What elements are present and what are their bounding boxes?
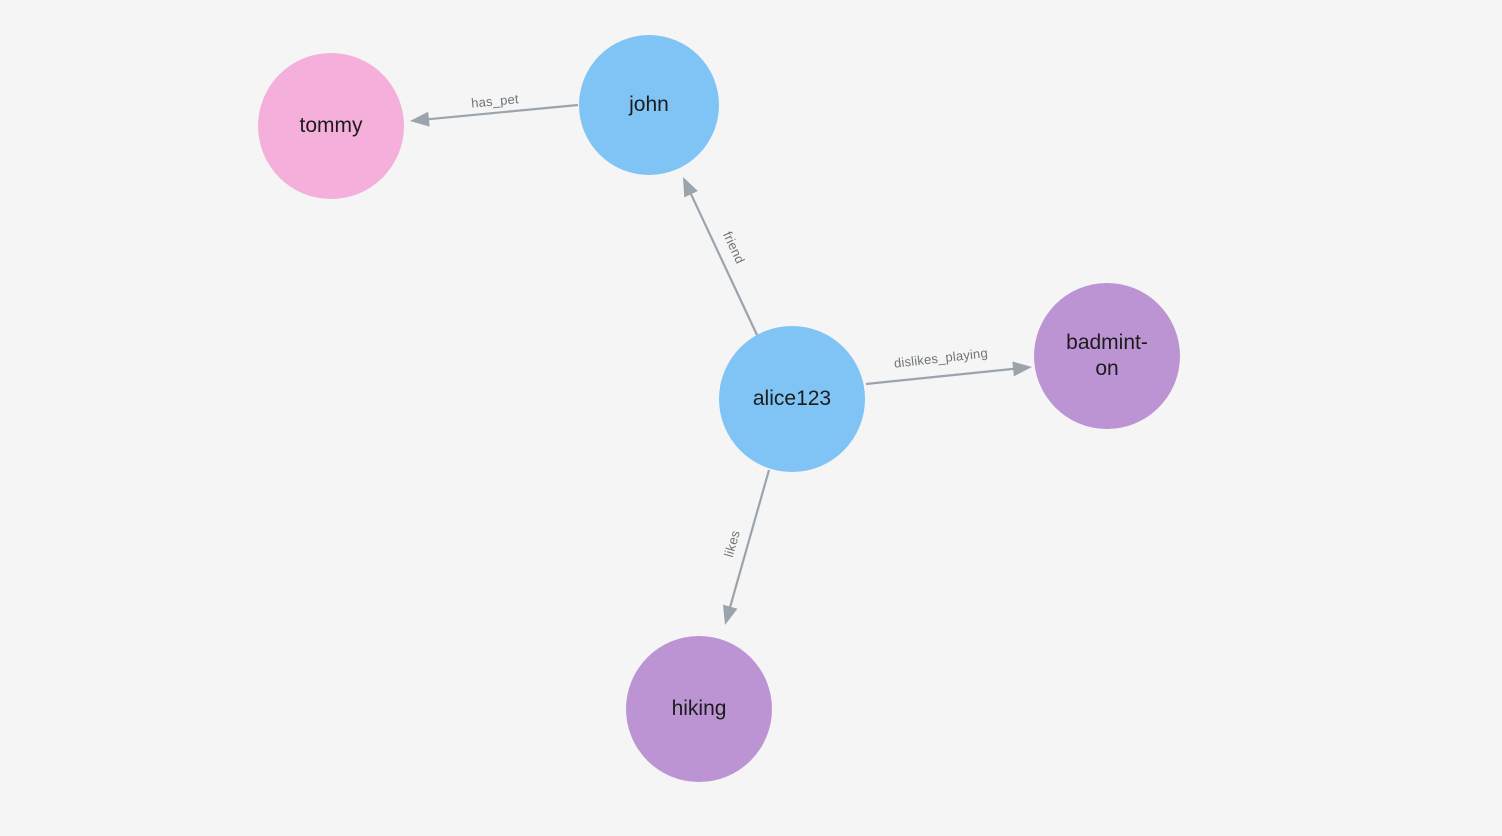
graph-edge[interactable]: has_pet: [410, 91, 579, 127]
node-circle[interactable]: [1034, 283, 1180, 429]
node-circle[interactable]: [626, 636, 772, 782]
edge-line: [865, 367, 1018, 386]
node-circle[interactable]: [579, 35, 719, 175]
graph-node-john[interactable]: john: [579, 35, 719, 175]
edge-label: likes: [721, 528, 743, 558]
edge-arrowhead: [722, 604, 738, 625]
edge-arrowhead: [410, 111, 430, 127]
graph-edge[interactable]: friend: [683, 177, 758, 336]
graph-node-hiking[interactable]: hiking: [626, 636, 772, 782]
graph-edge[interactable]: dislikes_playing: [865, 345, 1032, 386]
edge-label: has_pet: [470, 91, 519, 110]
nodes-layer: tommy john alice123 badmint-on hiking: [258, 35, 1180, 782]
edge-line: [688, 190, 758, 336]
graph-node-tommy[interactable]: tommy: [258, 53, 404, 199]
graph-edge[interactable]: likes: [721, 469, 771, 625]
edge-arrowhead: [1012, 361, 1032, 377]
node-circle[interactable]: [258, 53, 404, 199]
graph-node-alice123[interactable]: alice123: [719, 326, 865, 472]
edge-label: dislikes_playing: [893, 345, 988, 371]
graph-node-badminton[interactable]: badmint-on: [1034, 283, 1180, 429]
edge-arrowhead: [683, 177, 698, 198]
edge-line: [424, 103, 579, 121]
edge-line: [728, 469, 771, 611]
node-circle[interactable]: [719, 326, 865, 472]
edge-label: friend: [720, 229, 748, 266]
